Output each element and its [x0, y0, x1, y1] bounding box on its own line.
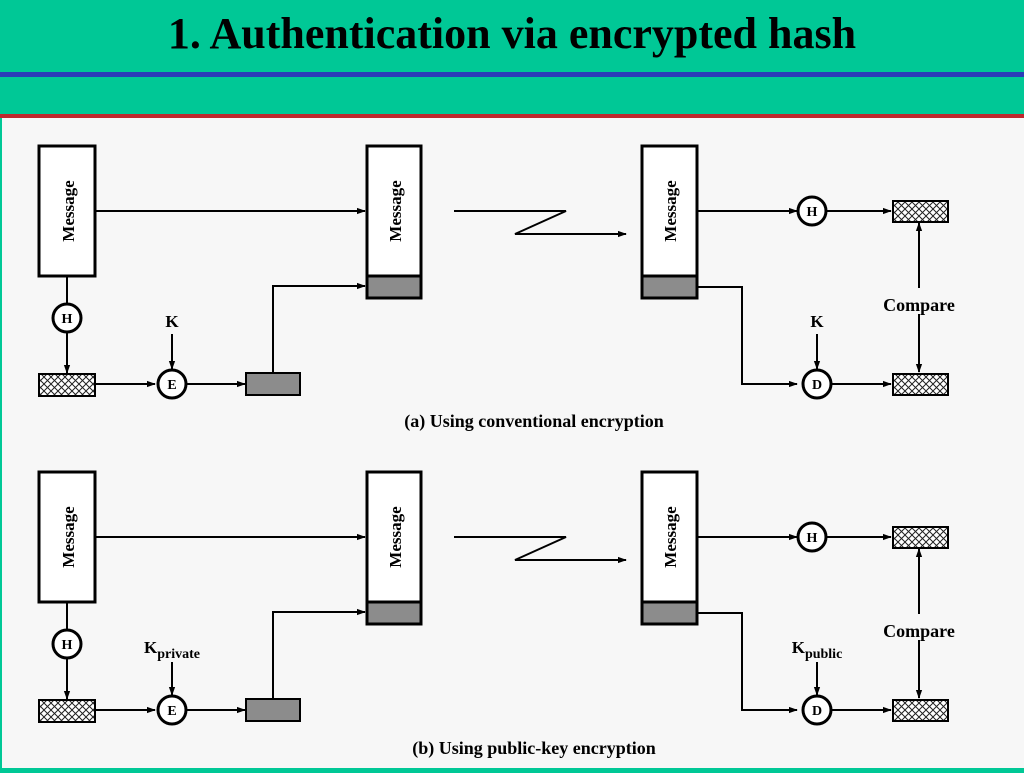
- computed-hash-block: [892, 200, 949, 223]
- received-message-label: Message: [661, 180, 680, 242]
- encrypted-hash-to-packet-arrow: [272, 608, 366, 699]
- sender-key-label: K: [165, 312, 179, 331]
- received-encrypted-hash: [640, 600, 699, 626]
- encrypt-node: E: [156, 694, 188, 726]
- packet-encrypted-hash: [365, 600, 423, 626]
- hash-node-label: H: [62, 638, 73, 653]
- sender-message-box: Message: [37, 144, 97, 278]
- slide-title: 1. Authentication via encrypted hash: [167, 9, 857, 58]
- compare-label: Compare: [883, 621, 955, 641]
- computed-hash-block: [892, 526, 949, 549]
- hash-value-block: [38, 699, 96, 723]
- title-underline-blue: [0, 72, 1024, 77]
- received-packet-box: Message: [640, 470, 699, 626]
- encrypted-hash-block: [245, 372, 301, 396]
- encrypt-node-label: E: [167, 704, 176, 719]
- encrypt-node-label: E: [167, 378, 176, 393]
- diagram-canvas: Message H K E Message Message: [37, 144, 955, 759]
- encrypted-hash-block: [245, 698, 301, 722]
- received-hash-to-decrypt-arrow: [697, 612, 798, 714]
- compare-label: Compare: [883, 295, 955, 315]
- receiver-hash-node: H: [796, 195, 828, 227]
- panel-top-rule-red: [0, 114, 1024, 118]
- packet-box: Message: [365, 470, 423, 626]
- decrypt-node-label: D: [812, 704, 822, 719]
- message-label: Message: [59, 180, 78, 242]
- receiver-hash-node: H: [796, 521, 828, 553]
- diagram-a-caption: (a) Using conventional encryption: [404, 411, 664, 432]
- receiver-public-key-label: Kpublic: [792, 638, 843, 662]
- hash-node: H: [51, 628, 83, 660]
- packet-message-label: Message: [386, 180, 405, 242]
- received-message-label: Message: [661, 506, 680, 568]
- diagram-b: Message H Kprivate E Message Message: [37, 470, 955, 759]
- message-label: Message: [59, 506, 78, 568]
- encrypt-node: E: [156, 368, 188, 400]
- receiver-hash-label: H: [807, 205, 818, 220]
- receiver-key-letter: K: [792, 638, 806, 657]
- transmission-arrow: [454, 536, 627, 564]
- hash-node: H: [51, 302, 83, 334]
- decrypted-hash-block: [892, 373, 949, 396]
- receiver-key-label: K: [810, 312, 824, 331]
- decrypt-node: D: [801, 694, 833, 726]
- received-hash-to-decrypt-arrow: [697, 286, 798, 388]
- sender-key-subscript: private: [157, 647, 200, 662]
- sender-key-letter: K: [144, 638, 158, 657]
- decrypt-node: D: [801, 368, 833, 400]
- sender-private-key-label: Kprivate: [144, 638, 200, 662]
- decrypt-node-label: D: [812, 378, 822, 393]
- hash-node-label: H: [62, 312, 73, 327]
- decrypted-hash-block: [892, 699, 949, 722]
- encrypted-hash-to-packet-arrow: [272, 282, 366, 373]
- hash-value-block: [38, 373, 96, 397]
- received-packet-box: Message: [640, 144, 699, 300]
- receiver-key-subscript: public: [805, 647, 842, 662]
- diagram-a: Message H K E Message Message: [37, 144, 955, 432]
- diagram-b-caption: (b) Using public-key encryption: [412, 738, 656, 759]
- title-bar: 1. Authentication via encrypted hash: [0, 0, 1024, 72]
- packet-encrypted-hash: [365, 274, 423, 300]
- receiver-hash-label: H: [807, 531, 818, 546]
- packet-message-label: Message: [386, 506, 405, 568]
- diagram-panel: Message H K E Message Message: [2, 118, 1024, 768]
- transmission-arrow: [454, 210, 627, 238]
- packet-box: Message: [365, 144, 423, 300]
- sender-message-box: Message: [37, 470, 97, 604]
- received-encrypted-hash: [640, 274, 699, 300]
